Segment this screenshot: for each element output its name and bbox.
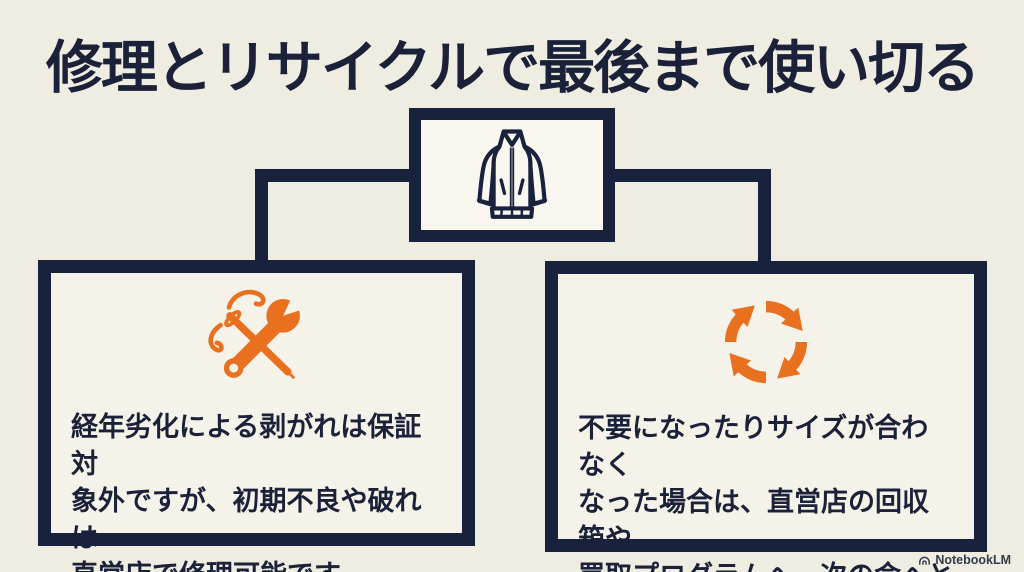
watermark: NotebookLM	[918, 553, 1011, 567]
connector-left-vertical	[255, 169, 268, 265]
jacket-icon	[465, 124, 559, 226]
connector-left-horizontal	[255, 169, 413, 182]
root-node-jacket-box	[409, 108, 615, 242]
recycle-branch-box: 不要になったりサイズが合わなくなった場合は、直営店の回収箱や買取プログラムへ。次…	[545, 261, 987, 572]
connector-right-vertical	[758, 169, 771, 265]
recycle-branch-text: 不要になったりサイズが合わなくなった場合は、直営店の回収箱や買取プログラムへ。次…	[578, 413, 954, 572]
connector-right-horizontal	[612, 169, 771, 182]
repair-tools-icon	[51, 279, 462, 403]
watermark-label: NotebookLM	[935, 553, 1011, 567]
recycle-arrows-icon	[558, 280, 974, 404]
page-title: 修理とリサイクルで最後まで使い切る	[45, 36, 980, 100]
notebooklm-logo-icon	[918, 554, 931, 567]
